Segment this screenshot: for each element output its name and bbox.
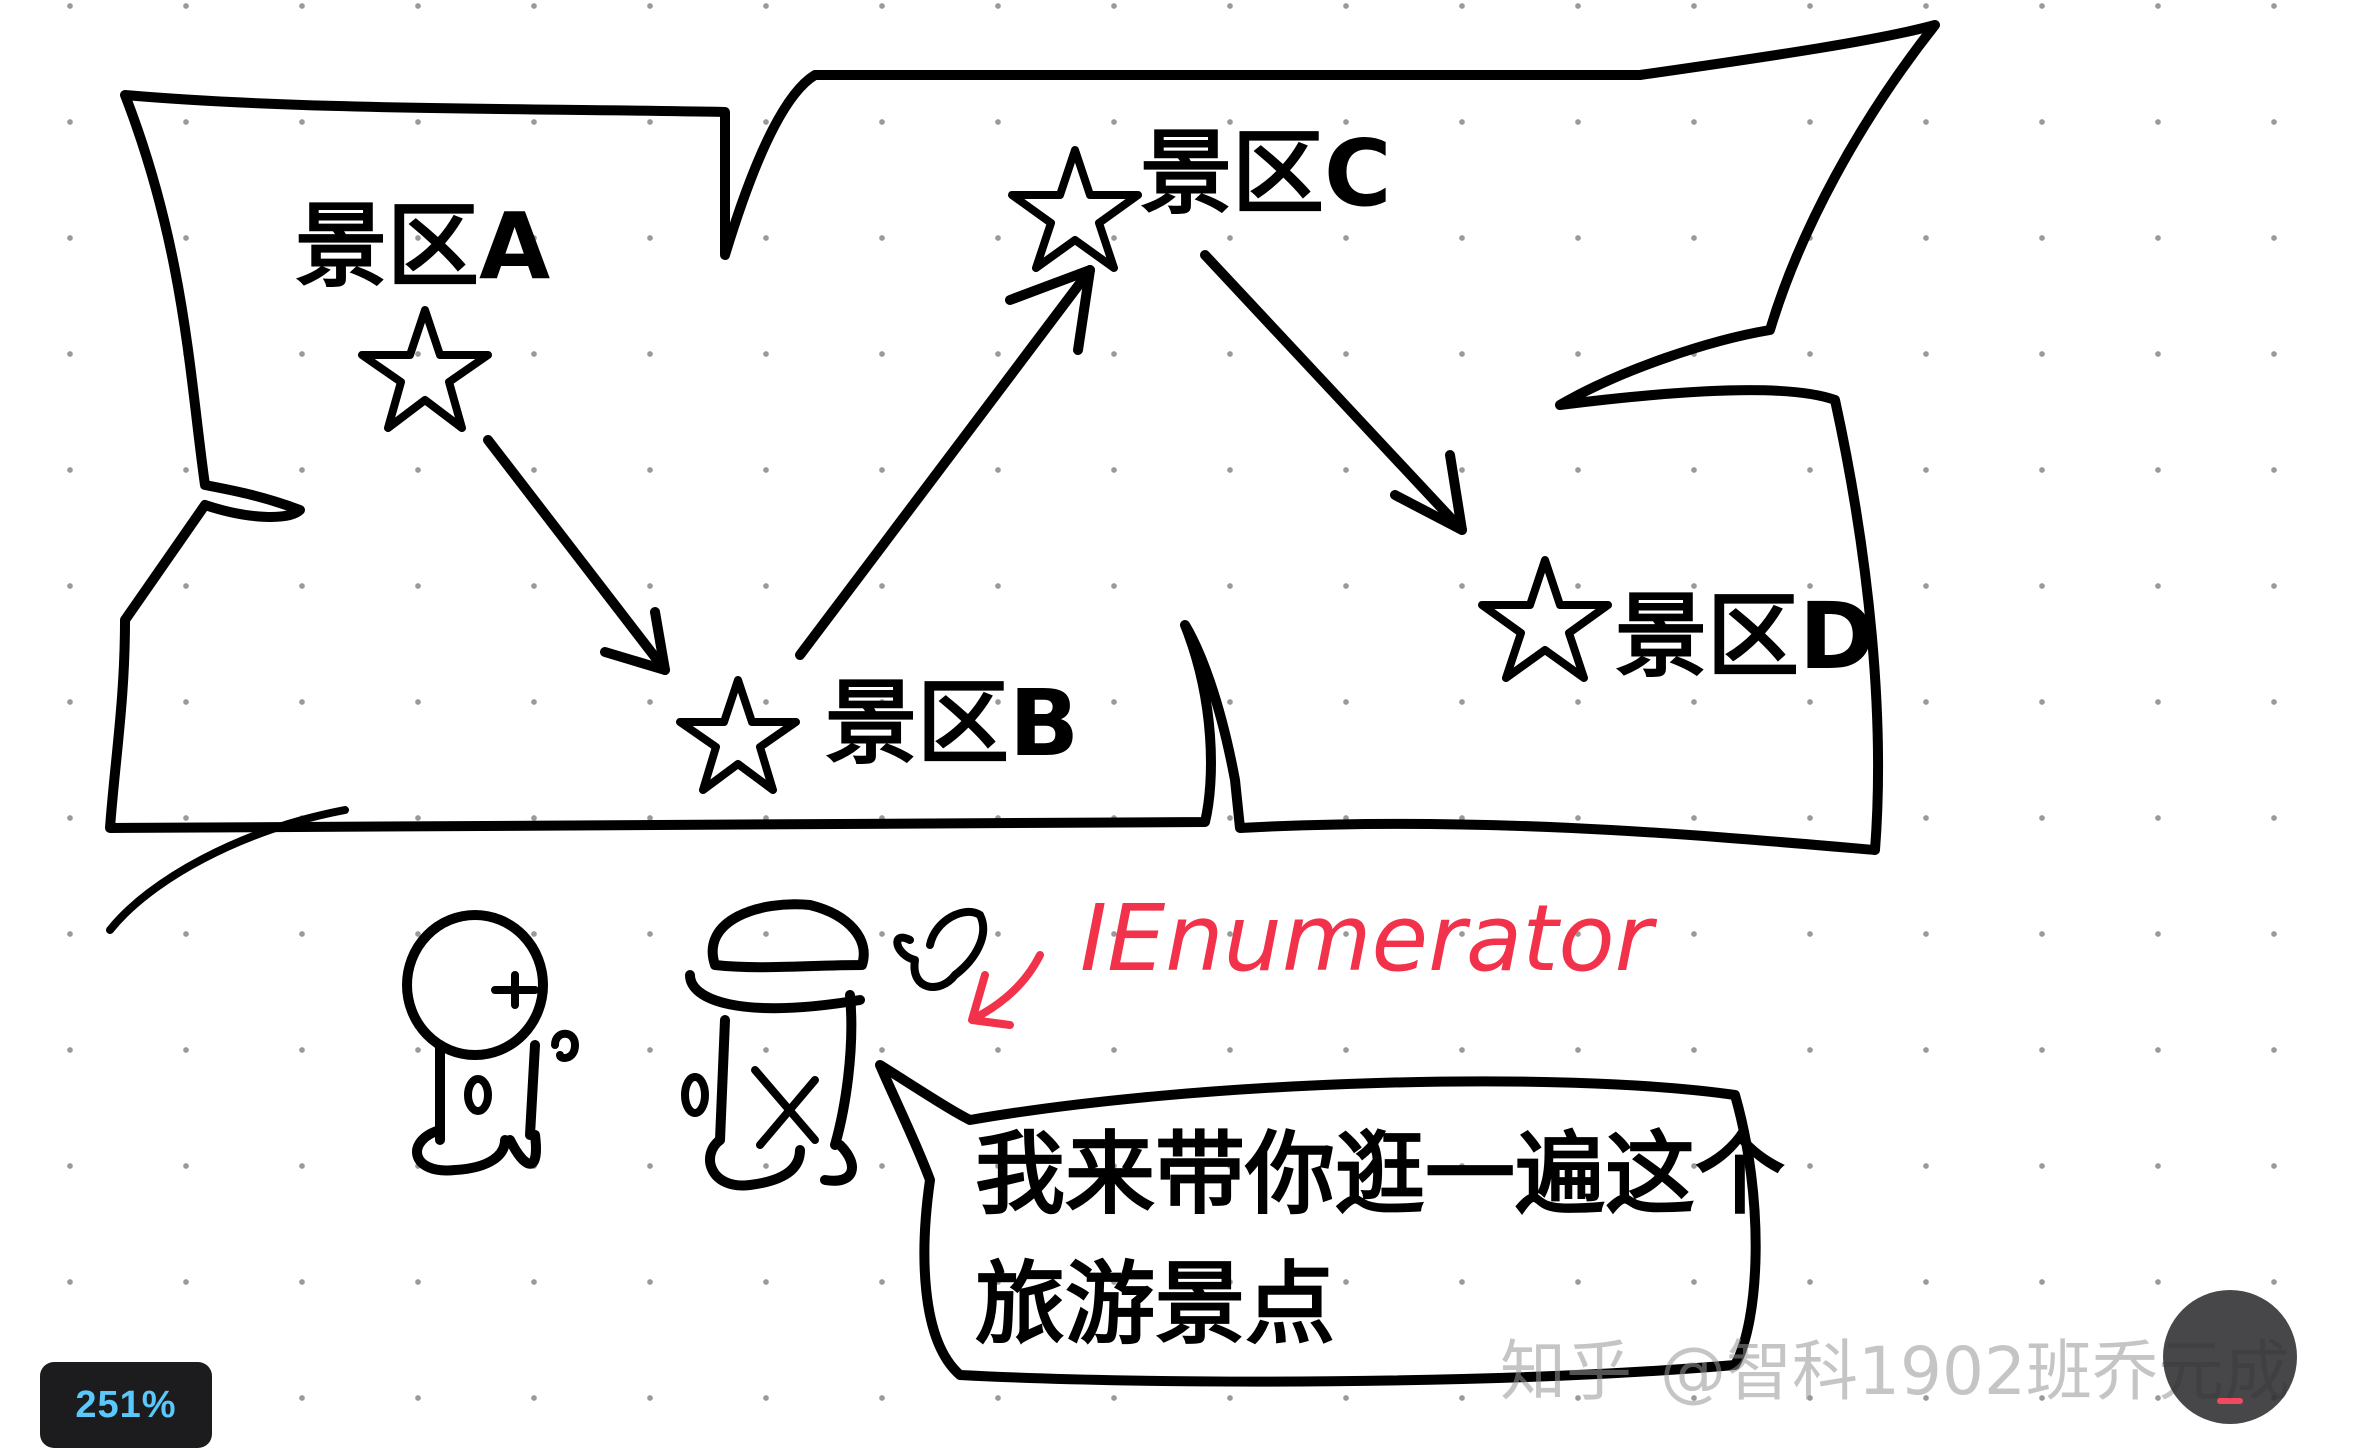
- star-icon: [676, 676, 800, 794]
- speech-marks: [551, 1029, 579, 1062]
- spot-d: 景区D: [1478, 556, 1875, 690]
- plus-icon: [491, 971, 539, 1009]
- speech-bubble-line-1: 我来带你逛一遍这个: [975, 1122, 1785, 1227]
- arrow-b-to-c: [795, 265, 1095, 660]
- spot-a-label: 景区A: [295, 193, 550, 300]
- guide-feet: [705, 1135, 857, 1191]
- spot-a: 景区A: [295, 193, 550, 432]
- character-head: [402, 910, 548, 1060]
- spot-b-label: 景区B: [825, 670, 1079, 777]
- map-outline: [105, 20, 1940, 855]
- star-icon: [1478, 556, 1612, 682]
- annotation-arrow-shaft: [971, 951, 1044, 1022]
- guide-cap: [707, 899, 869, 973]
- character-mouth: [464, 1075, 492, 1115]
- character-body: [435, 1040, 540, 1145]
- arrow-c-to-d: [1200, 250, 1467, 535]
- star-icon: [358, 306, 492, 432]
- annotation-arrow-head: [968, 971, 1014, 1029]
- guide-body: [715, 990, 857, 1150]
- guide-mouth: [681, 1073, 709, 1117]
- character-feet: [412, 1125, 541, 1176]
- spot-b: 景区B: [676, 670, 1079, 794]
- spot-c-label: 景区C: [1140, 120, 1392, 227]
- guide-vest: [751, 1066, 819, 1149]
- spot-c: 景区C: [1008, 120, 1392, 272]
- guide-flag: [893, 907, 988, 991]
- record-button[interactable]: [2163, 1290, 2297, 1424]
- star-icon: [1008, 146, 1142, 272]
- speech-bubble: 我来带你逛一遍这个 旅游景点: [875, 1060, 1785, 1387]
- annotation-label: IEnumerator: [1080, 885, 1658, 992]
- speech-bubble-outline: [875, 1060, 1761, 1387]
- speech-bubble-line-2: 旅游景点: [975, 1252, 1335, 1357]
- spot-d-label: 景区D: [1615, 583, 1875, 690]
- character-tour-guide: [681, 899, 988, 1191]
- guide-cap-brim: [685, 970, 865, 1014]
- arrow-a-to-b: [483, 435, 670, 675]
- map-edge-fold: [106, 806, 349, 934]
- character-iterator-user: [402, 910, 579, 1176]
- watermark-site: 知乎: [1500, 1333, 1632, 1410]
- zoom-level-badge[interactable]: 251%: [40, 1362, 212, 1448]
- record-indicator-icon: [2217, 1398, 2243, 1404]
- iterator-annotation: IEnumerator: [968, 885, 1658, 1029]
